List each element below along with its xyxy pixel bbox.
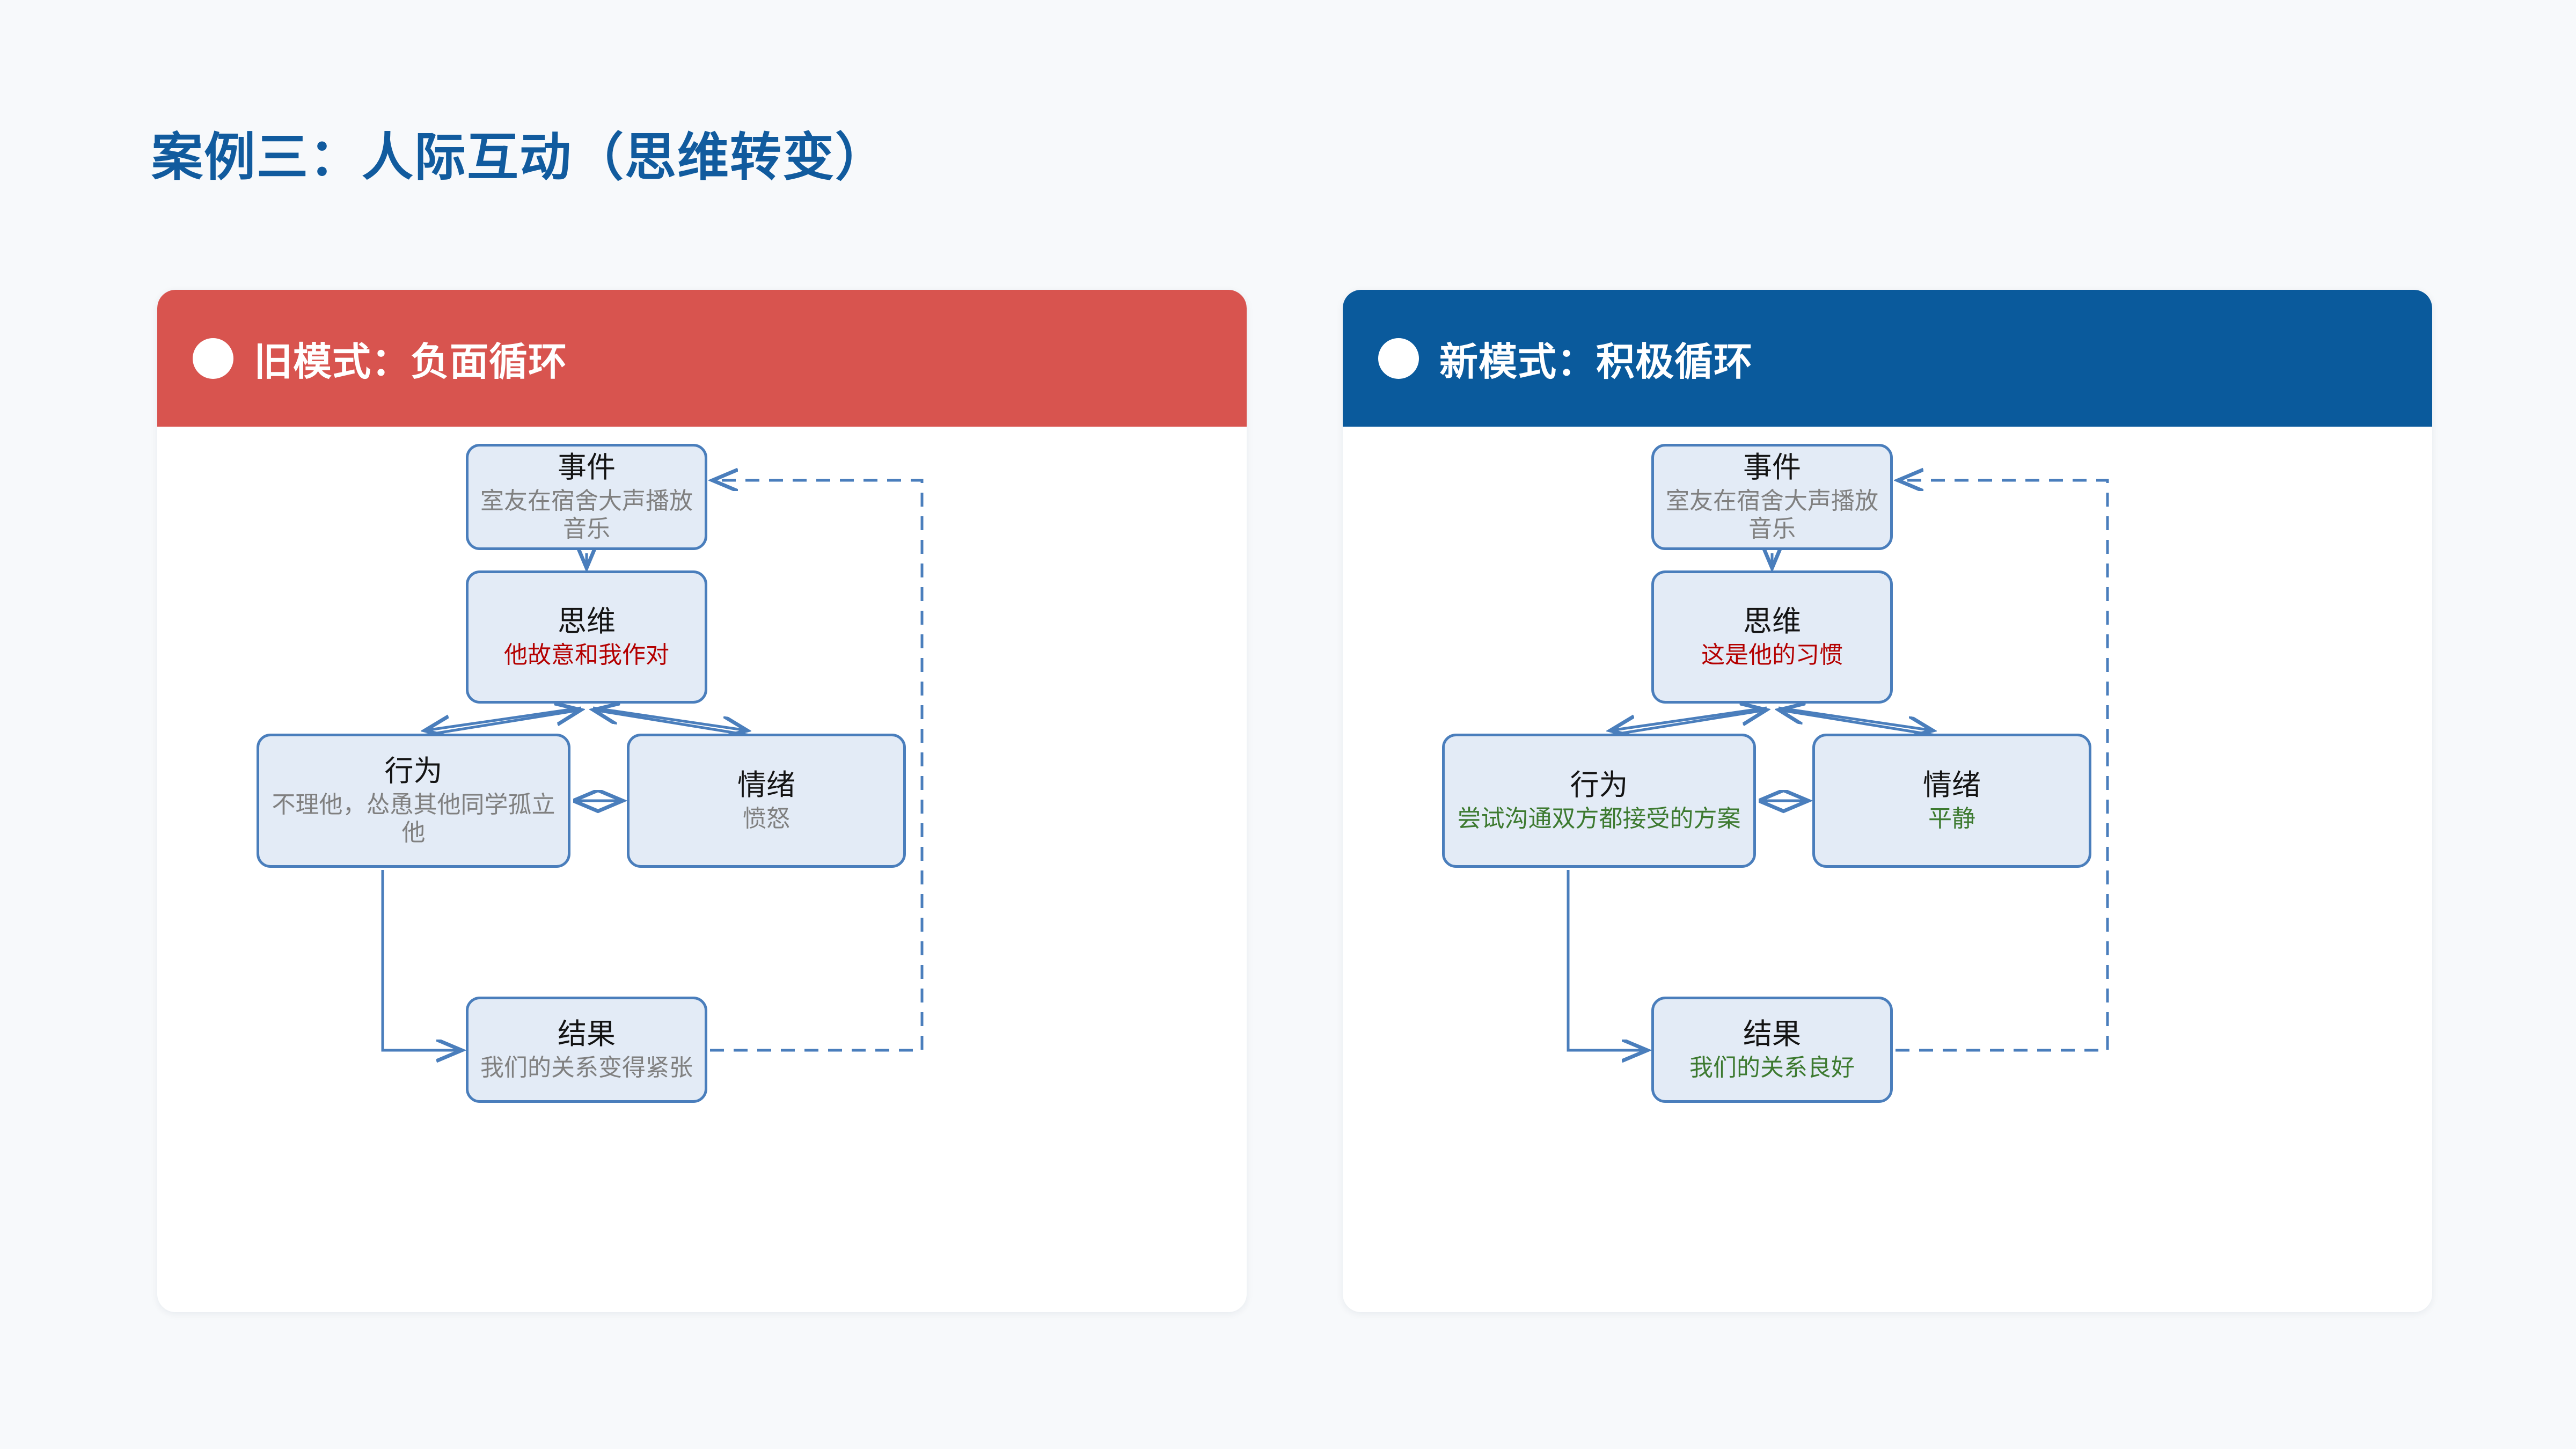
node-thought[interactable]: 思维 这是他的习惯 xyxy=(1651,570,1893,704)
node-result[interactable]: 结果 我们的关系良好 xyxy=(1651,997,1893,1103)
edge-behavior-to-result xyxy=(381,870,461,1050)
node-behavior[interactable]: 行为 不理他，怂恿其他同学孤立他 xyxy=(257,734,570,868)
node-thought-title: 思维 xyxy=(1743,605,1801,638)
flow-arrows-new xyxy=(1567,427,2109,1312)
edge-thought-to-behavior xyxy=(426,706,582,730)
page-title: 案例三：人际互动（思维转变） xyxy=(151,129,888,186)
edge-behavior-to-thought xyxy=(1605,710,1766,737)
node-behavior-title: 行为 xyxy=(384,755,443,787)
flow-diagram-new: 事件 室友在宿舍大声播放音乐 思维 这是他的习惯 行为 尝试沟通双方都接受的方案… xyxy=(1343,427,2432,1312)
edge-behavior-to-result xyxy=(1567,870,1646,1050)
node-result-title: 结果 xyxy=(558,1018,616,1050)
edge-thought-to-emotion xyxy=(1778,706,1932,730)
node-thought-title: 思维 xyxy=(558,605,616,638)
filled-circle-icon xyxy=(193,338,233,379)
node-thought-subtitle: 这是他的习惯 xyxy=(1701,642,1843,669)
panel-old-body: 事件 室友在宿舍大声播放音乐 思维 他故意和我作对 行为 不理他，怂恿其他同学孤… xyxy=(157,427,1247,1312)
node-emotion[interactable]: 情绪 平静 xyxy=(1812,734,2091,868)
edge-thought-to-emotion xyxy=(592,706,747,730)
node-thought-subtitle: 他故意和我作对 xyxy=(504,642,669,669)
panel-new-header: 新模式：积极循环 xyxy=(1343,290,2432,427)
node-event[interactable]: 事件 室友在宿舍大声播放音乐 xyxy=(466,444,707,550)
edge-thought-to-behavior xyxy=(1611,706,1767,730)
flow-arrows-old xyxy=(381,427,924,1312)
node-behavior-subtitle: 不理他，怂恿其他同学孤立他 xyxy=(272,792,555,846)
node-behavior[interactable]: 行为 尝试沟通双方都接受的方案 xyxy=(1442,734,1756,868)
edge-emotion-to-thought xyxy=(1780,710,1939,737)
node-emotion-subtitle: 平静 xyxy=(1928,806,1975,832)
panel-new-body: 事件 室友在宿舍大声播放音乐 思维 这是他的习惯 行为 尝试沟通双方都接受的方案… xyxy=(1343,427,2432,1312)
node-event-title: 事件 xyxy=(1743,451,1801,484)
panel-old-mode: 旧模式：负面循环 xyxy=(157,290,1247,1312)
node-behavior-title: 行为 xyxy=(1570,769,1628,801)
node-emotion[interactable]: 情绪 愤怒 xyxy=(627,734,906,868)
node-event[interactable]: 事件 室友在宿舍大声播放音乐 xyxy=(1651,444,1893,550)
flow-diagram-old: 事件 室友在宿舍大声播放音乐 思维 他故意和我作对 行为 不理他，怂恿其他同学孤… xyxy=(157,427,1247,1312)
panel-old-header: 旧模式：负面循环 xyxy=(157,290,1247,427)
node-thought[interactable]: 思维 他故意和我作对 xyxy=(466,570,707,704)
filled-circle-icon xyxy=(1378,338,1419,379)
edge-result-to-event-feedback xyxy=(1896,480,2109,1052)
node-event-subtitle: 室友在宿舍大声播放音乐 xyxy=(480,488,693,543)
edge-result-to-event-feedback xyxy=(710,480,924,1052)
node-result-subtitle: 我们的关系良好 xyxy=(1689,1055,1855,1081)
node-result-title: 结果 xyxy=(1743,1018,1801,1050)
node-behavior-subtitle: 尝试沟通双方都接受的方案 xyxy=(1457,806,1741,832)
edge-behavior-to-thought xyxy=(420,710,580,737)
node-emotion-subtitle: 愤怒 xyxy=(743,806,790,832)
panel-new-header-label: 新模式：积极循环 xyxy=(1439,341,1753,384)
node-event-subtitle: 室友在宿舍大声播放音乐 xyxy=(1666,488,1878,543)
edge-emotion-to-thought xyxy=(594,710,753,737)
node-emotion-title: 情绪 xyxy=(1923,769,1981,801)
node-emotion-title: 情绪 xyxy=(737,769,795,801)
node-result-subtitle: 我们的关系变得紧张 xyxy=(480,1055,693,1081)
node-event-title: 事件 xyxy=(558,451,616,484)
node-result[interactable]: 结果 我们的关系变得紧张 xyxy=(466,997,707,1103)
panel-old-header-label: 旧模式：负面循环 xyxy=(254,341,568,384)
panel-new-mode: 新模式：积极循环 xyxy=(1343,290,2432,1312)
